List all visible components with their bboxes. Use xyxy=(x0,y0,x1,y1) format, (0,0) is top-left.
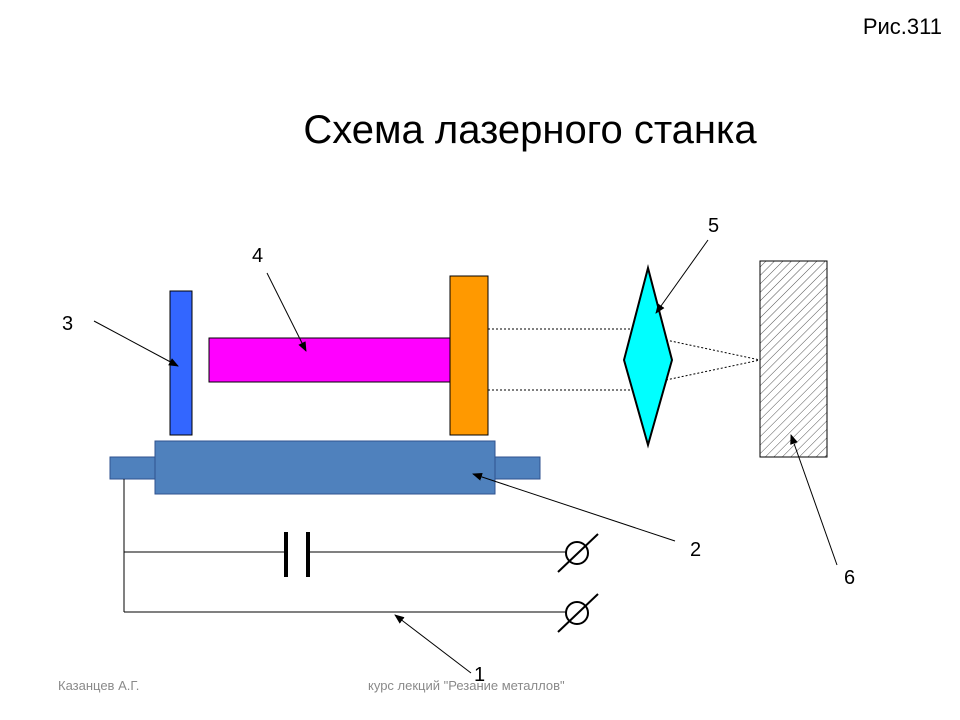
leader-2 xyxy=(472,473,676,542)
workpiece xyxy=(759,260,828,458)
base-right-flange xyxy=(493,456,541,480)
leader-3 xyxy=(93,320,179,367)
footer-course: курс лекций "Резание металлов" xyxy=(368,678,565,693)
capacitor xyxy=(284,532,310,577)
leader-5 xyxy=(655,239,709,314)
callout-2: 2 xyxy=(690,539,701,561)
terminal-bottom xyxy=(557,593,599,633)
base-body xyxy=(154,440,496,495)
power-circuit xyxy=(123,479,566,613)
base-left-flange xyxy=(109,456,157,480)
callout-6: 6 xyxy=(844,567,855,589)
callout-3: 3 xyxy=(62,313,73,335)
focusing-lens xyxy=(622,264,674,449)
callout-4: 4 xyxy=(252,245,263,267)
output-mirror xyxy=(449,275,489,436)
leader-1 xyxy=(394,614,472,674)
diagram-title: Схема лазерного станка xyxy=(303,108,757,152)
leader-6 xyxy=(790,434,838,566)
figure-label: Рис.311 xyxy=(862,14,942,39)
footer-author: Казанцев А.Г. xyxy=(58,678,140,693)
callout-1: 1 xyxy=(474,664,485,686)
terminal-top xyxy=(557,533,599,573)
laser-beam xyxy=(488,328,761,391)
callout-5: 5 xyxy=(708,215,719,237)
leader-4 xyxy=(266,272,307,352)
laser-rod xyxy=(208,337,452,383)
